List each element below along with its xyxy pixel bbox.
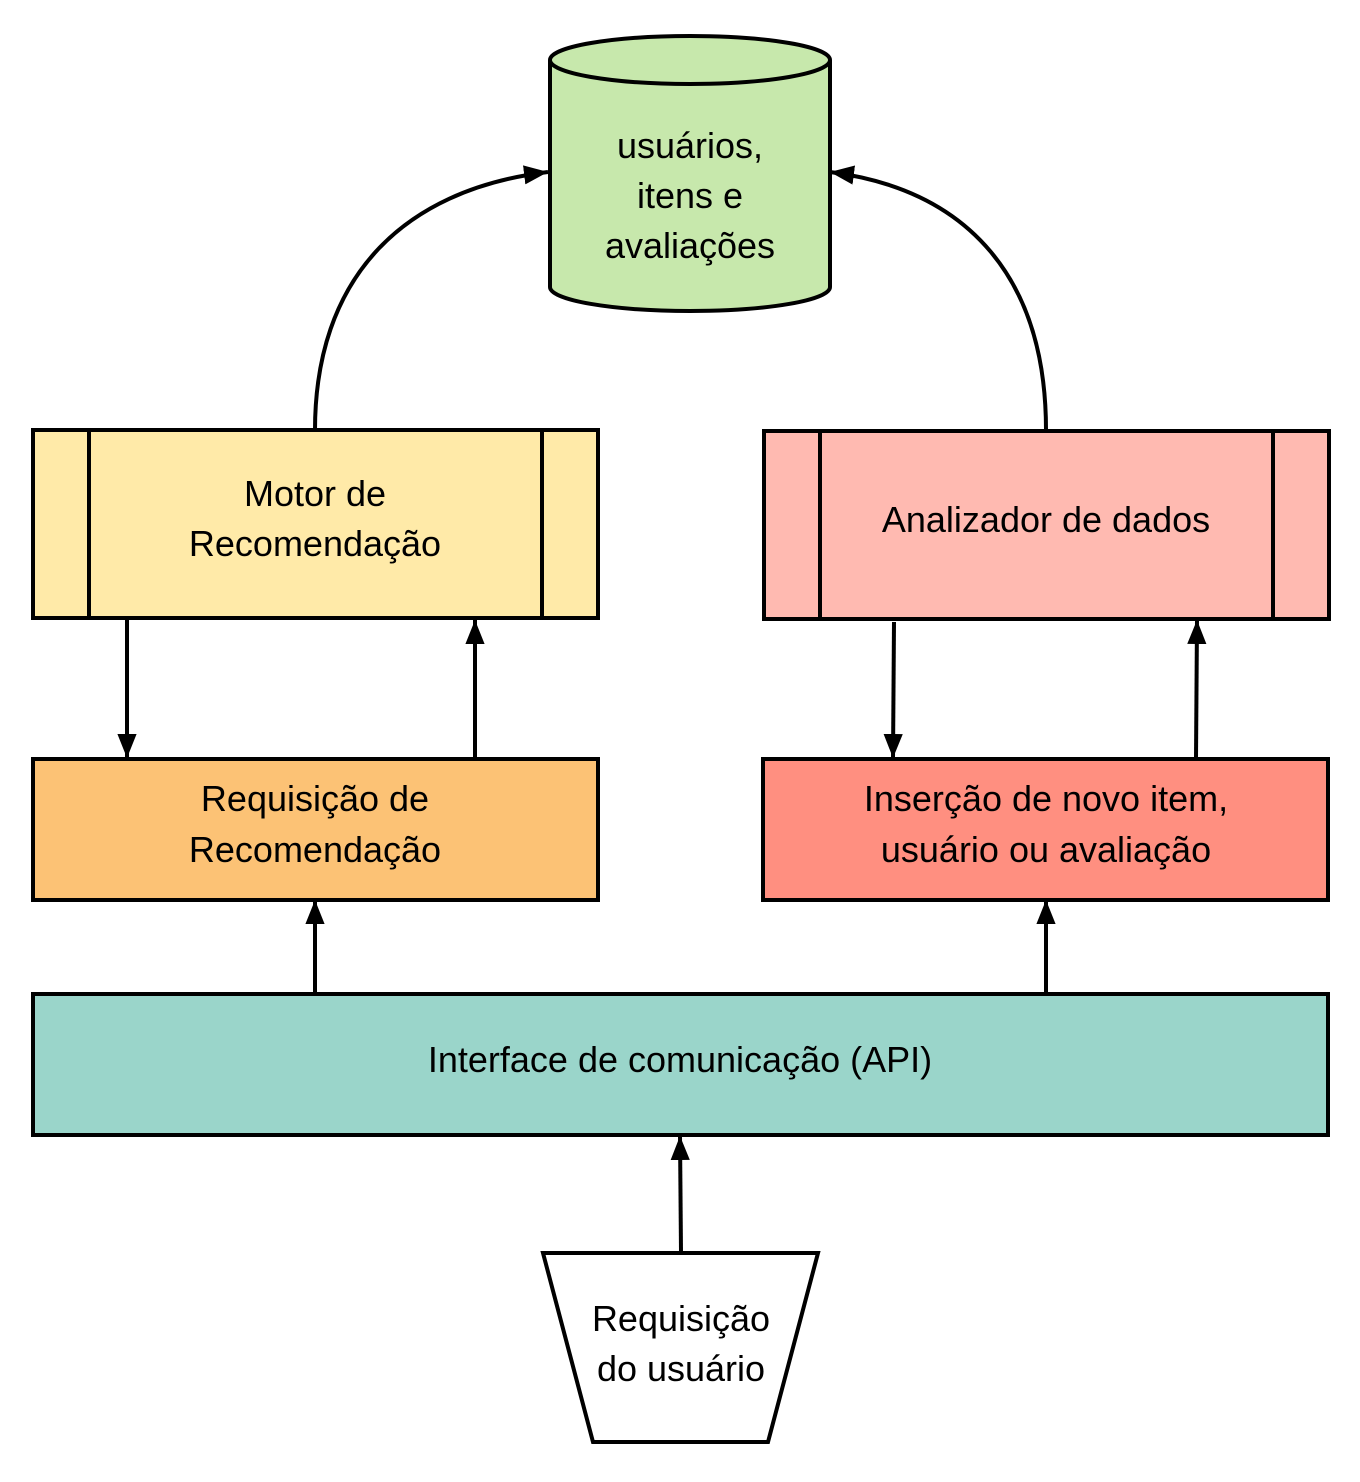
database-cylinder-top [548, 34, 832, 86]
rec-request-node: Requisição de Recomendação [31, 757, 600, 902]
user-request-shape [540, 1251, 821, 1444]
insertion-node: Inserção de novo item, usuário ou avalia… [761, 757, 1330, 902]
analyzer-node: Analizador de dados [762, 429, 1331, 621]
insertion-label-line-2: usuário ou avaliação [881, 829, 1211, 870]
database-label-line-3: avaliações [605, 225, 775, 266]
user-request-label-line-1: Requisição [592, 1298, 770, 1339]
motor-label-line-1: Motor de [244, 473, 386, 514]
user-request-node: Requisição do usuário [540, 1251, 821, 1444]
analyzer-box [762, 429, 1331, 621]
insertion-label-line-1: Inserção de novo item, [864, 778, 1228, 819]
api-box [31, 992, 1330, 1137]
database-cylinder-body [548, 60, 832, 313]
database-label-line-1: usuários, [617, 125, 763, 166]
rec-request-label-line-1: Requisição de [201, 778, 429, 819]
api-node: Interface de comunicação (API) [31, 992, 1330, 1137]
motor-box [31, 428, 600, 620]
arrow-insertion-to-analyzer [1187, 619, 1207, 759]
arrow-analyzer-to-database [829, 165, 1048, 431]
database-label-line-2: itens e [637, 175, 743, 216]
connectors [117, 165, 1207, 1253]
database-node: usuários, itens e avaliações [548, 34, 832, 313]
user-request-label-line-2: do usuário [597, 1348, 765, 1389]
motor-node: Motor de Recomendação [31, 428, 600, 620]
analyzer-label: Analizador de dados [882, 499, 1210, 540]
arrow-motor-to-database [313, 165, 549, 431]
insertion-box [761, 757, 1330, 902]
arrow-user-request-to-api [670, 1135, 690, 1253]
rec-request-label-line-2: Recomendação [189, 829, 441, 870]
rec-request-box [31, 757, 600, 902]
motor-label-line-2: Recomendação [189, 523, 441, 564]
api-label: Interface de comunicação (API) [428, 1039, 932, 1080]
arrow-analyzer-to-insertion [883, 621, 903, 759]
